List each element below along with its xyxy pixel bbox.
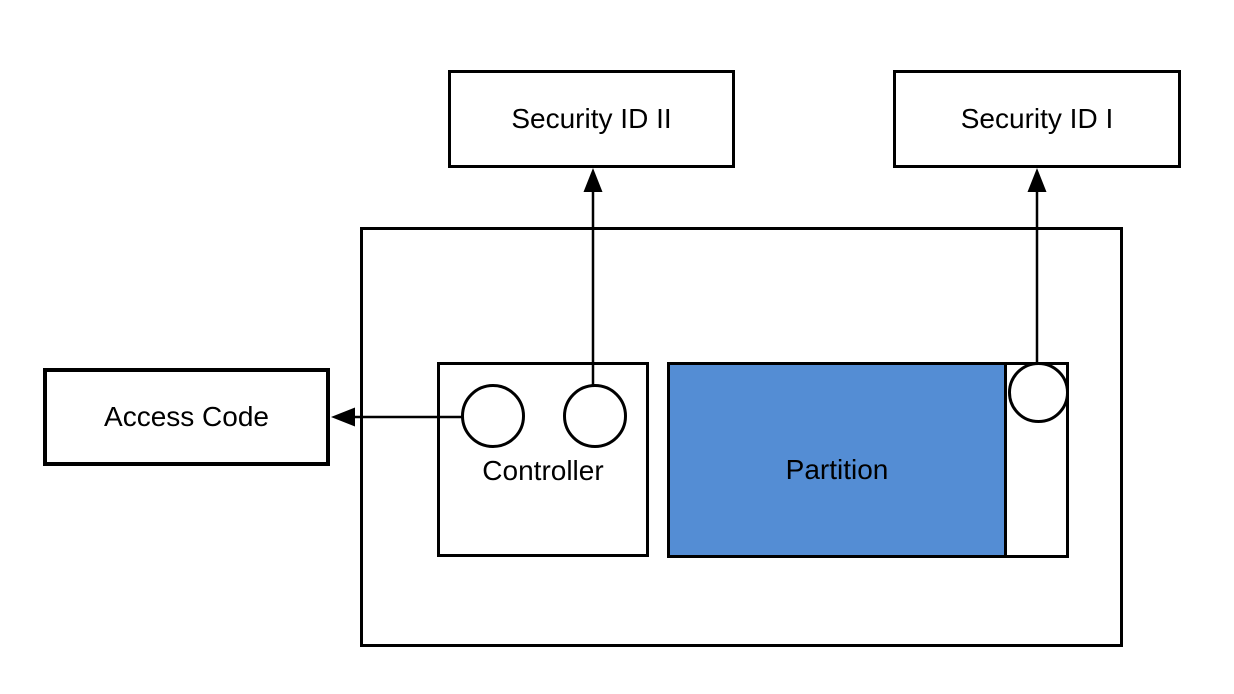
- security-id-2-box: Security ID II: [448, 70, 735, 168]
- security-id-1-box: Security ID I: [893, 70, 1181, 168]
- partition-label: Partition: [785, 454, 889, 485]
- arrowhead-to-security-id-1: [1027, 168, 1047, 192]
- system-boundary-box: [360, 227, 1123, 647]
- partition-port-circle: [1008, 362, 1069, 423]
- controller-label: Controller: [482, 455, 604, 486]
- controller-box: [437, 362, 649, 557]
- partition-filled-box: [667, 362, 1007, 558]
- controller-right-port-circle: [563, 384, 627, 448]
- security-id-2-label: Security ID II: [511, 103, 672, 134]
- controller-left-port-circle: [461, 384, 525, 448]
- arrowhead-to-security-id-2: [583, 168, 603, 192]
- security-id-1-label: Security ID I: [960, 103, 1114, 134]
- access-code-label: Access Code: [104, 401, 269, 432]
- arrowhead-to-access-code: [331, 407, 355, 427]
- access-code-box: Access Code: [43, 368, 330, 466]
